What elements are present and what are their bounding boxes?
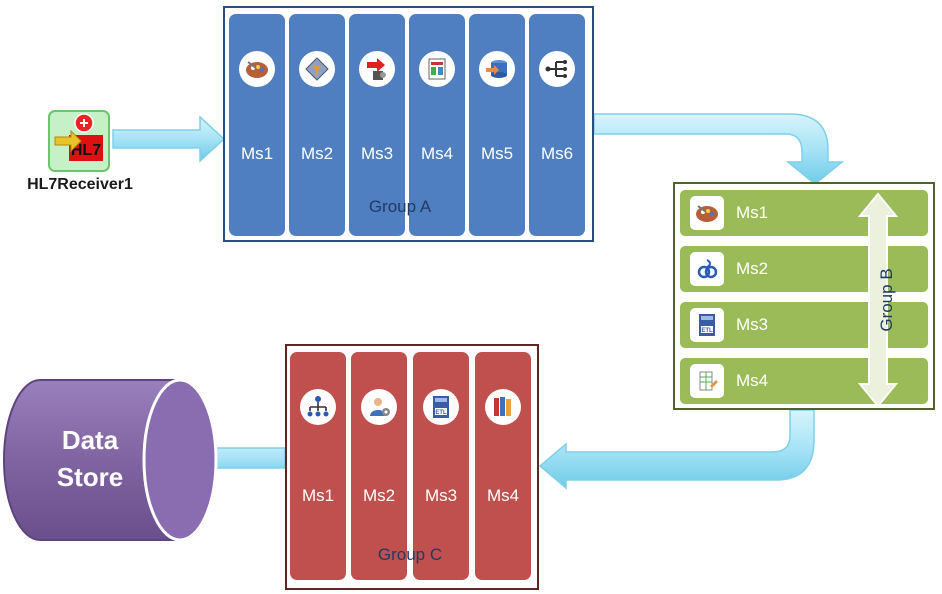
group-b-item-label: Ms1 xyxy=(736,203,769,222)
document-map-icon xyxy=(419,51,455,87)
svg-text:ETL: ETL xyxy=(701,328,713,334)
data-store-label: Data Store xyxy=(40,422,140,496)
group-a-item-3[interactable]: Ms3 xyxy=(349,14,405,236)
group-b-label: Group B xyxy=(877,268,896,332)
group-b-item-2[interactable]: Ms2 xyxy=(680,246,928,292)
data-store-cylinder xyxy=(3,378,218,542)
arrow-to-group-b xyxy=(593,113,845,185)
transform-arrow-icon xyxy=(359,51,395,87)
group-b-span-arrow xyxy=(857,192,899,408)
etl-icon: ETL xyxy=(690,308,724,342)
group-b-item-label: Ms3 xyxy=(736,315,769,334)
group-a-label: Group A xyxy=(368,197,432,216)
arrow-to-group-c xyxy=(538,409,815,490)
database-arrow-icon xyxy=(479,51,515,87)
group-b-panel: Ms1 Ms2 ETL Ms3 Ms4 Group B xyxy=(673,182,935,410)
user-gear-icon xyxy=(361,389,397,425)
hl7-receiver-icon[interactable]: HL7 xyxy=(47,109,111,173)
group-c-label: Group C xyxy=(377,545,443,564)
flow-tree-icon xyxy=(539,51,575,87)
group-c-item-4[interactable]: Ms4 xyxy=(475,352,531,580)
group-a-item-label: Ms1 xyxy=(240,144,274,163)
group-a-item-label: Ms3 xyxy=(360,144,394,163)
group-a-panel: Ms1 Ms2 Ms3 Ms4 Ms5 Ms6 xyxy=(223,6,594,242)
palette-icon xyxy=(690,196,724,230)
group-a-item-4[interactable]: Ms4 xyxy=(409,14,465,236)
group-a-item-label: Ms4 xyxy=(420,144,454,163)
data-store-line-2: Store xyxy=(56,462,124,492)
group-b-item-label: Ms2 xyxy=(736,259,769,278)
data-store-line-1: Data xyxy=(61,425,119,455)
group-c-item-2[interactable]: Ms2 xyxy=(351,352,407,580)
books-icon xyxy=(485,389,521,425)
svg-text:HL7: HL7 xyxy=(71,142,101,159)
palette-icon xyxy=(239,51,275,87)
group-b-item-label: Ms4 xyxy=(736,371,769,390)
group-c-item-label: Ms2 xyxy=(362,486,396,505)
group-a-item-1[interactable]: Ms1 xyxy=(229,14,285,236)
group-a-item-2[interactable]: Ms2 xyxy=(289,14,345,236)
svg-text:ETL: ETL xyxy=(435,410,447,416)
group-c-panel: Ms1 Ms2 ETL Ms3 Ms4 xyxy=(285,344,539,590)
etl-icon: ETL xyxy=(423,389,459,425)
group-c-item-label: Ms4 xyxy=(486,486,520,505)
filter-diamond-icon xyxy=(299,51,335,87)
group-c-item-3[interactable]: ETL Ms3 xyxy=(413,352,469,580)
hierarchy-icon xyxy=(300,389,336,425)
script-link-icon xyxy=(690,252,724,286)
arrow-to-group-a xyxy=(112,115,226,163)
group-a-item-label: Ms5 xyxy=(480,144,514,163)
group-a-item-5[interactable]: Ms5 xyxy=(469,14,525,236)
group-a-item-label: Ms6 xyxy=(540,144,574,163)
group-c-item-1[interactable]: Ms1 xyxy=(290,352,346,580)
group-a-item-6[interactable]: Ms6 xyxy=(529,14,585,236)
group-c-item-label: Ms3 xyxy=(424,486,458,505)
table-edit-icon xyxy=(690,364,724,398)
group-a-item-label: Ms2 xyxy=(300,144,334,163)
hl7-receiver-label: HL7Receiver1 xyxy=(27,176,133,193)
group-c-item-label: Ms1 xyxy=(301,486,335,505)
